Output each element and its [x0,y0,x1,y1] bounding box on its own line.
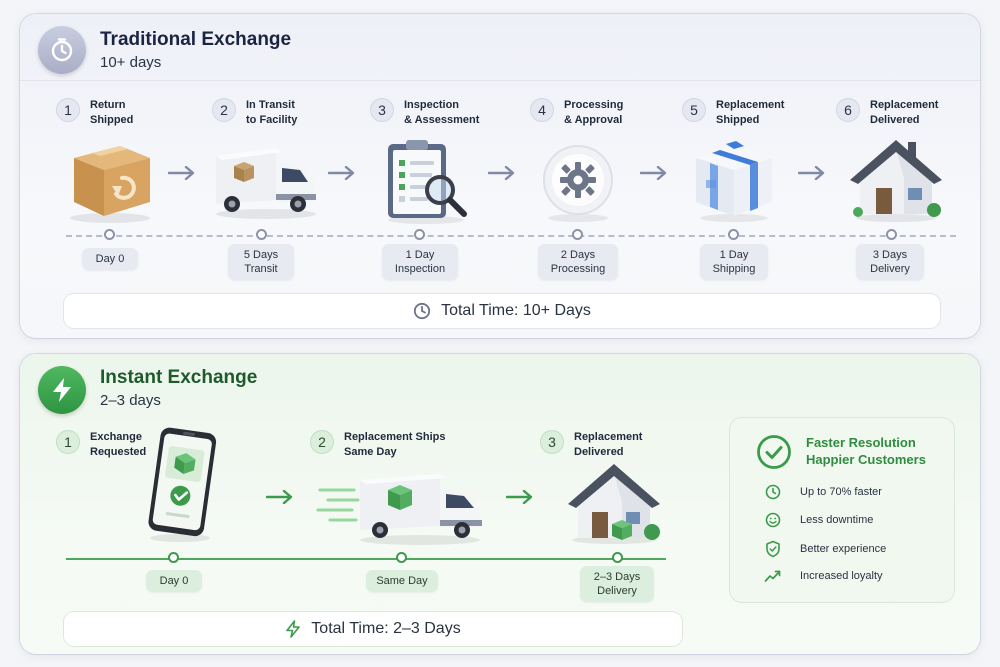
step-number: 3 [540,430,564,454]
step-label: In Transit to Facility [246,99,298,126]
traditional-exchange-panel: Traditional Exchange 10+ days 1 Return S… [20,14,980,338]
trad-step-5: 5 Replacement Shipped [682,98,784,128]
step-label: Replacement Delivered [574,431,643,458]
arrow-right-icon [797,165,826,185]
benefit-label: Less downtime [800,514,874,526]
step-label: Replacement Delivered [870,99,939,126]
trend-up-icon [764,568,782,584]
lightning-bolt-icon [38,366,86,414]
benefits-card: Faster Resolution Happier Customers Up t… [730,418,954,602]
timeline-dot [572,229,583,240]
trad-step-6: 6 Replacement Delivered [836,98,938,128]
trad-step-4: 4 Processing & Approval [530,98,623,128]
step-label: Replacement Ships Same Day [344,431,446,458]
cardboard-box-return-icon [62,138,158,229]
benefit-item: Up to 70% faster [764,484,882,500]
timeline-label: 1 Day Shipping [700,244,768,280]
timeline-dot [168,552,179,563]
benefits-heading: Faster Resolution Happier Customers [806,434,926,468]
benefit-label: Increased loyalty [800,570,883,582]
inst-step-1: 1 Exchange Requested [56,430,146,460]
gear-icon [536,140,620,229]
traditional-title: Traditional Exchange [100,29,292,50]
step-number: 2 [212,98,236,122]
clock-icon [413,302,431,320]
package-box-blue-icon [690,138,778,229]
step-label: Processing & Approval [564,99,624,126]
timeline-label: Same Day [366,570,438,592]
arrow-right-icon [505,489,534,509]
step-number: 4 [530,98,554,122]
timeline-label: Day 0 [82,248,138,270]
instant-subtitle: 2–3 days [100,392,161,409]
instant-title: Instant Exchange [100,367,258,388]
header-divider [20,80,980,81]
inst-step-3: 3 Replacement Delivered [540,430,642,460]
trad-step-1: 1 Return Shipped [56,98,133,128]
traditional-subtitle: 10+ days [100,54,162,71]
step-label: Replacement Shipped [716,99,785,126]
timeline-label: Day 0 [146,570,202,592]
smile-icon [764,512,782,528]
traditional-total-time: Total Time: 10+ Days [64,294,940,328]
timeline-label: 3 Days Delivery [856,244,924,280]
clipboard-magnifier-icon [380,136,476,231]
fast-delivery-truck-icon [316,468,486,551]
step-number: 6 [836,98,860,122]
trad-step-2: 2 In Transit to Facility [212,98,297,128]
house-with-package-icon [564,460,664,551]
instant-timeline [66,558,666,560]
step-label: Return Shipped [90,99,134,126]
timeline-dot [886,229,897,240]
benefit-item: Increased loyalty [764,568,883,584]
step-number: 5 [682,98,706,122]
timeline-label: 2 Days Processing [538,244,618,280]
benefits-heading-line2: Happier Customers [806,452,926,467]
house-icon [846,134,946,229]
delivery-truck-icon [210,144,320,225]
shield-check-icon [764,540,782,558]
step-number: 3 [370,98,394,122]
timeline-dot [256,229,267,240]
timeline-label: 5 Days Transit [228,244,294,280]
benefit-item: Better experience [764,540,886,558]
lightning-bolt-icon [285,620,301,638]
arrow-right-icon [327,165,356,185]
step-number: 1 [56,98,80,122]
timeline-dot [612,552,623,563]
timeline-dot [728,229,739,240]
step-number: 2 [310,430,334,454]
step-label: Exchange Requested [90,431,147,458]
check-circle-icon [756,434,792,475]
step-number: 1 [56,430,80,454]
timeline-dot [104,229,115,240]
arrow-right-icon [167,165,196,185]
benefit-label: Up to 70% faster [800,486,882,498]
timeline-dot [414,229,425,240]
arrow-right-icon [487,165,516,185]
arrow-right-icon [265,489,294,509]
clock-icon [764,484,782,500]
total-time-text: Total Time: 2–3 Days [311,620,461,637]
benefits-heading-line1: Faster Resolution [806,435,916,450]
benefit-item: Less downtime [764,512,873,528]
smartphone-icon [140,426,226,549]
traditional-timeline [66,235,956,237]
total-time-text: Total Time: 10+ Days [441,302,591,319]
inst-step-2: 2 Replacement Ships Same Day [310,430,445,460]
stopwatch-icon [38,26,86,74]
timeline-label: 2–3 Days Delivery [580,566,654,602]
timeline-dot [396,552,407,563]
timeline-label: 1 Day Inspection [382,244,458,280]
arrow-right-icon [639,165,668,185]
instant-total-time: Total Time: 2–3 Days [64,612,682,646]
trad-step-3: 3 Inspection & Assessment [370,98,479,128]
benefit-label: Better experience [800,543,887,555]
step-label: Inspection & Assessment [404,99,480,126]
instant-exchange-panel: Instant Exchange 2–3 days 1 Exchange Req… [20,354,980,654]
